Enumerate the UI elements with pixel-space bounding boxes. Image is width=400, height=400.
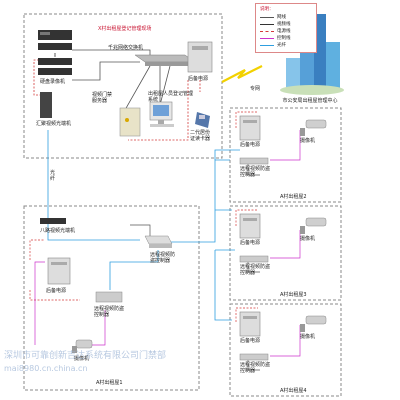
fiber-transmitter-label: 汇聚视频光端机 [36,121,72,127]
legend-item-fiber: 光纤 [260,42,286,48]
central-room-box [23,13,223,159]
house1-ups-icon [47,257,71,285]
private-network-link [221,65,263,83]
legend-swatch [260,37,274,39]
legend-item-video: 视频线 [260,21,291,27]
fiber-lines [47,130,240,321]
fiber-label: 光纤 [50,170,56,182]
house4-box [229,303,342,397]
id-reader-label: 二代居份证读卡器 [190,130,211,142]
house3-camera-label: 摄像机 [300,236,316,242]
house4-camera-label: 摄像机 [300,334,316,340]
pc-label: 出租屋人员登记管理系统 [148,91,194,103]
house3-controller-icon [239,255,269,263]
watermark-url: mai8980.cn.china.cn [4,364,88,373]
house4-ups-icon [239,311,261,337]
house1-name: A村出租屋1 [96,380,123,386]
switch-icon [134,54,196,66]
legend-title: 说明： [260,7,274,12]
private-network-label: 专网 [250,86,261,92]
power-lines-houses [29,111,258,322]
legend-item-power: 电源线 [260,28,291,34]
legend-swatch [260,30,274,32]
ups-icon [187,41,213,73]
watermark: 深圳市可靠创新吉达系统有限公司门禁部 [4,351,167,361]
house1-hub-label: 远程视频防盗控制器 [150,252,176,264]
house2-controller-icon [239,157,269,165]
house3-camera-icon [300,217,327,234]
legend-label: 网线 [277,15,286,20]
house1-controller-hub-icon [144,235,173,248]
legend: 说明： 网线 视频线 电源线 控制线 光纤 [255,3,317,53]
house4-name: A村出租屋4 [280,388,307,394]
power-lines-central [33,59,201,141]
house2-ups-label: 后备电源 [240,142,261,148]
house3-controller-label: 远程视频防盗控制器 [240,264,271,276]
house1-controller-label: 远程视频防盗控制器 [94,306,125,318]
legend-item-network: 网线 [260,14,286,20]
legend-label: 电源线 [277,29,291,34]
legend-swatch [260,16,274,18]
house2-ups-icon [239,115,261,141]
house2-name: A村出租屋2 [280,194,307,200]
house2-controller-label: 远程视频防盗控制器 [240,166,271,178]
legend-label: 控制线 [277,36,291,41]
pc-icon [149,101,174,127]
legend-label: 光纤 [277,43,286,48]
house3-box [229,205,342,301]
house1-camera-label: 摄像机 [74,356,90,362]
legend-label: 视频线 [277,22,291,27]
fiber-transmitter-icon [40,92,52,118]
central-room-title: X村出租屋登记管理现场 [98,26,152,32]
control-lines [34,130,301,357]
house3-ups-label: 后备电源 [240,240,261,246]
legend-item-control: 控制线 [260,35,291,41]
house2-box [229,107,342,203]
house3-name: A村出租屋3 [280,292,307,298]
house1-box [23,205,200,391]
house4-camera-icon [300,315,327,332]
house4-controller-icon [239,353,269,361]
dvr-label: 硬盘录像机 [40,79,66,85]
fiber-receiver-label: 八路视频光端机 [40,228,76,234]
house1-controller-icon [95,291,123,303]
house2-camera-label: 摄像机 [300,138,316,144]
dvr-stack-icon [38,30,72,75]
fiber-receiver-icon [40,218,66,224]
switch-label: 千兆网络交换机 [108,45,144,51]
server-icon [119,107,141,137]
legend-swatch [260,44,274,46]
house1-camera-icon [72,339,93,353]
legend-swatch [260,23,274,25]
central-ups-label: 后备电源 [188,76,209,82]
house2-camera-icon [300,119,327,136]
server-label: 视频门禁服务器 [92,92,113,104]
house1-ups-label: 后备电源 [46,288,67,294]
house4-controller-label: 远程视频防盗控制器 [240,362,271,374]
id-card-reader-icon [195,112,210,128]
police-center-label: 市公安局出租屋管理中心 [282,98,338,104]
house3-ups-icon [239,213,261,239]
house4-ups-label: 后备电源 [240,338,261,344]
video-lines [130,160,260,371]
